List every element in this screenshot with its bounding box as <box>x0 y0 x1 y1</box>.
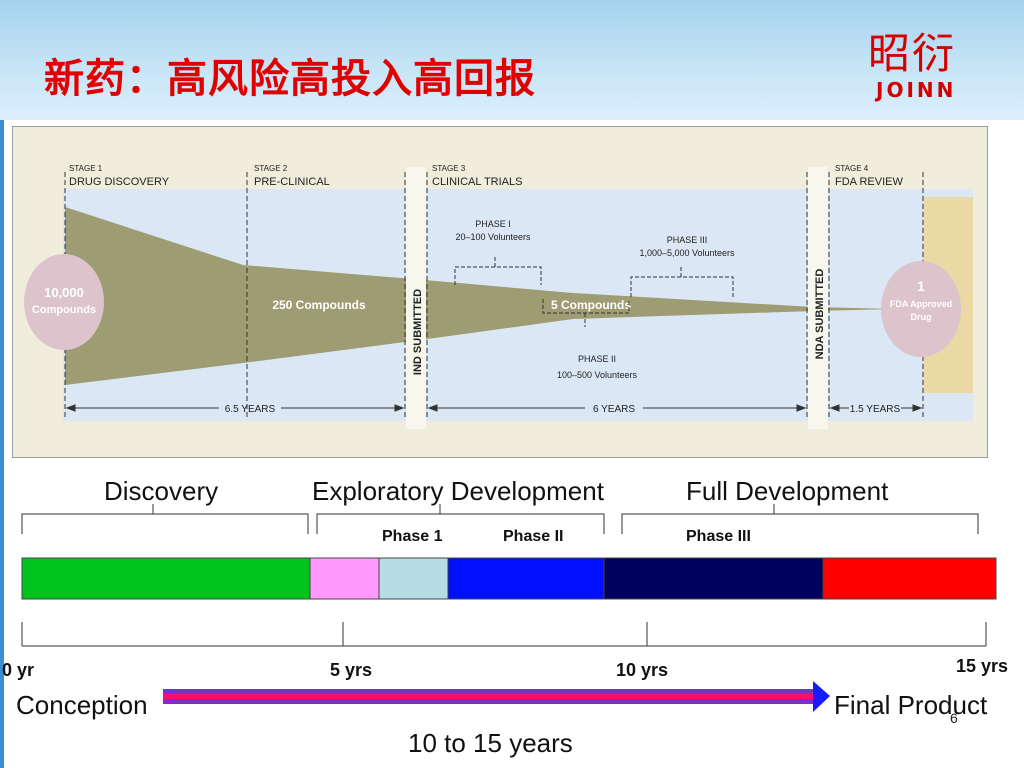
nda-submitted-label: NDA SUBMITTED <box>814 269 826 360</box>
phase-3-label: Phase III <box>686 528 751 545</box>
span-arrow-head <box>813 681 830 712</box>
group-discovery: Discovery <box>104 476 219 506</box>
span-label: 10 to 15 years <box>408 728 573 758</box>
stage1-number: STAGE 1 <box>69 164 103 173</box>
stage2-number: STAGE 2 <box>254 164 288 173</box>
phase-brackets <box>454 255 734 327</box>
span-arrow-bottom <box>163 699 813 704</box>
phase2-name: PHASE II <box>578 354 616 364</box>
clinical-compounds: 5 Compounds <box>551 298 631 312</box>
ind-submitted-label: IND SUBMITTED <box>412 289 424 375</box>
slide-header <box>0 0 1024 120</box>
phase1-volunteers: 20–100 Volunteers <box>455 232 531 242</box>
year-10: 10 yrs <box>616 660 669 680</box>
group-exploratory: Exploratory Development <box>312 476 604 506</box>
logo-chinese: 昭衍 <box>868 29 957 78</box>
duration-review: 1.5 YEARS <box>850 404 901 415</box>
pipeline-diagram: STAGE 1 DRUG DISCOVERY STAGE 2 PRE-CLINI… <box>24 164 973 429</box>
ind-column <box>406 167 426 429</box>
segment-phase2 <box>447 557 605 600</box>
stage2-name: PRE-CLINICAL <box>254 176 330 188</box>
logo-english: JOINN <box>876 78 957 102</box>
preclinical-compounds: 250 Compounds <box>272 298 366 312</box>
approved-drug-label2: Drug <box>911 312 932 322</box>
conception-label: Conception <box>16 690 148 720</box>
year-ruler <box>21 622 987 647</box>
stage3-number: STAGE 3 <box>432 164 466 173</box>
stage3-name: CLINICAL TRIALS <box>432 176 522 188</box>
stage4-name: FDA REVIEW <box>835 176 903 188</box>
phase1-name: PHASE I <box>475 219 511 229</box>
slide-title: 新药：高风险高投入高回报 <box>44 56 536 102</box>
segment-review <box>822 557 997 600</box>
year-15: 15 yrs <box>956 656 1009 676</box>
group-full-development: Full Development <box>686 476 889 506</box>
phase3-name: PHASE III <box>667 235 708 245</box>
span-arrow-top <box>163 689 813 694</box>
approved-drug-count: 1 <box>917 278 925 294</box>
compound-funnel <box>65 207 893 385</box>
phase-2-label: Phase II <box>503 528 564 545</box>
segment-phase1 <box>378 557 449 600</box>
segment-phase3 <box>603 557 824 600</box>
duration-discovery: 6.5 YEARS <box>225 404 276 415</box>
pipeline-figure: STAGE 1 DRUG DISCOVERY STAGE 2 PRE-CLINI… <box>12 126 988 458</box>
page-number: 6 <box>950 710 958 726</box>
segment-discovery <box>21 557 311 600</box>
year-0: 0 yr <box>2 660 35 680</box>
start-compounds-count: 10,000 <box>44 285 84 300</box>
left-accent-bar <box>0 120 4 768</box>
duration-arrows <box>65 404 923 412</box>
stage1-name: DRUG DISCOVERY <box>69 176 170 188</box>
phase2-volunteers: 100–500 Volunteers <box>557 370 638 380</box>
start-compounds-circle <box>24 254 104 350</box>
approved-drug-label1: FDA Approved <box>890 299 952 309</box>
final-product-label: Final Product <box>834 690 988 720</box>
approved-drug-circle <box>881 261 961 357</box>
nda-column <box>808 167 828 429</box>
segment-preclinical <box>309 557 380 600</box>
timeline-graphics <box>21 504 997 712</box>
start-compounds-label: Compounds <box>32 304 96 316</box>
phase3-volunteers: 1,000–5,000 Volunteers <box>639 248 735 258</box>
stage4-number: STAGE 4 <box>835 164 869 173</box>
phase-1-label: Phase 1 <box>382 528 443 545</box>
year-5: 5 yrs <box>330 660 373 680</box>
duration-clinical: 6 YEARS <box>593 404 635 415</box>
span-arrow-mid <box>163 694 813 699</box>
group-brackets <box>21 504 979 534</box>
